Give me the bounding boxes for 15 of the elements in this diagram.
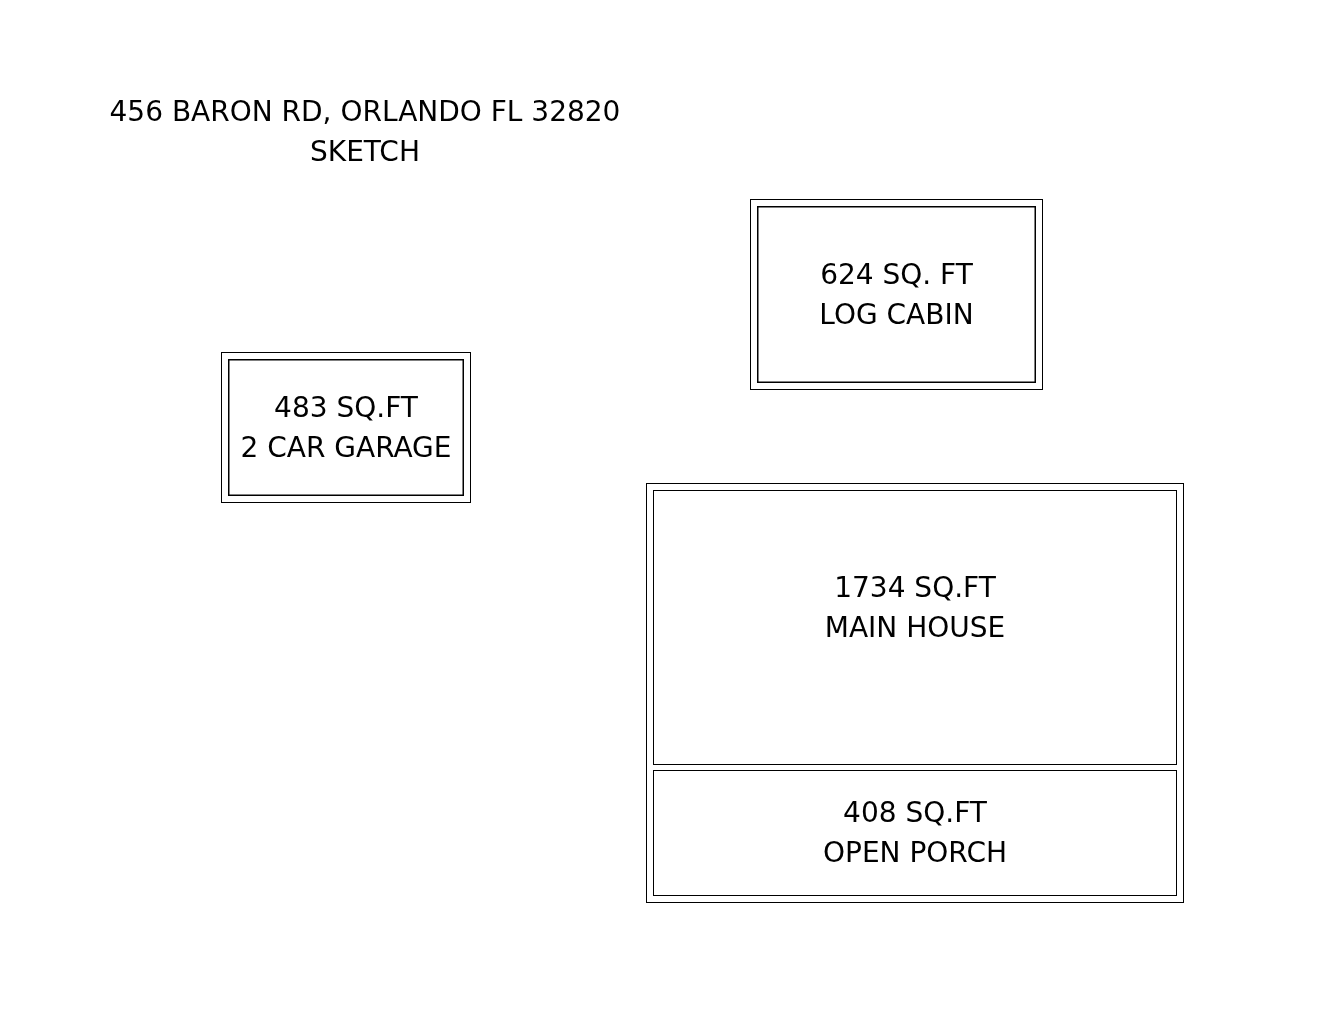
area-label: 1734 SQ.FT: [834, 569, 996, 606]
subtitle: SKETCH: [310, 134, 420, 170]
garage-outline: [221, 352, 471, 503]
room-name: 2 CAR GARAGE: [240, 429, 452, 466]
room-name: OPEN PORCH: [822, 835, 1008, 871]
room-outline: [653, 490, 1177, 765]
building-outline: [646, 483, 1184, 903]
porch-outline: [653, 770, 1177, 896]
room-name: LOG CABIN: [819, 296, 974, 333]
cabin-outline: [750, 199, 1043, 390]
title: 456 BARON RD, ORLANDO FL 32820: [109, 94, 621, 130]
room-name: MAIN HOUSE: [824, 609, 1006, 646]
area-label: 624 SQ. FT: [820, 256, 973, 293]
area-label: 483 SQ.FT: [274, 389, 418, 426]
area-label: 408 SQ.FT: [843, 795, 987, 831]
